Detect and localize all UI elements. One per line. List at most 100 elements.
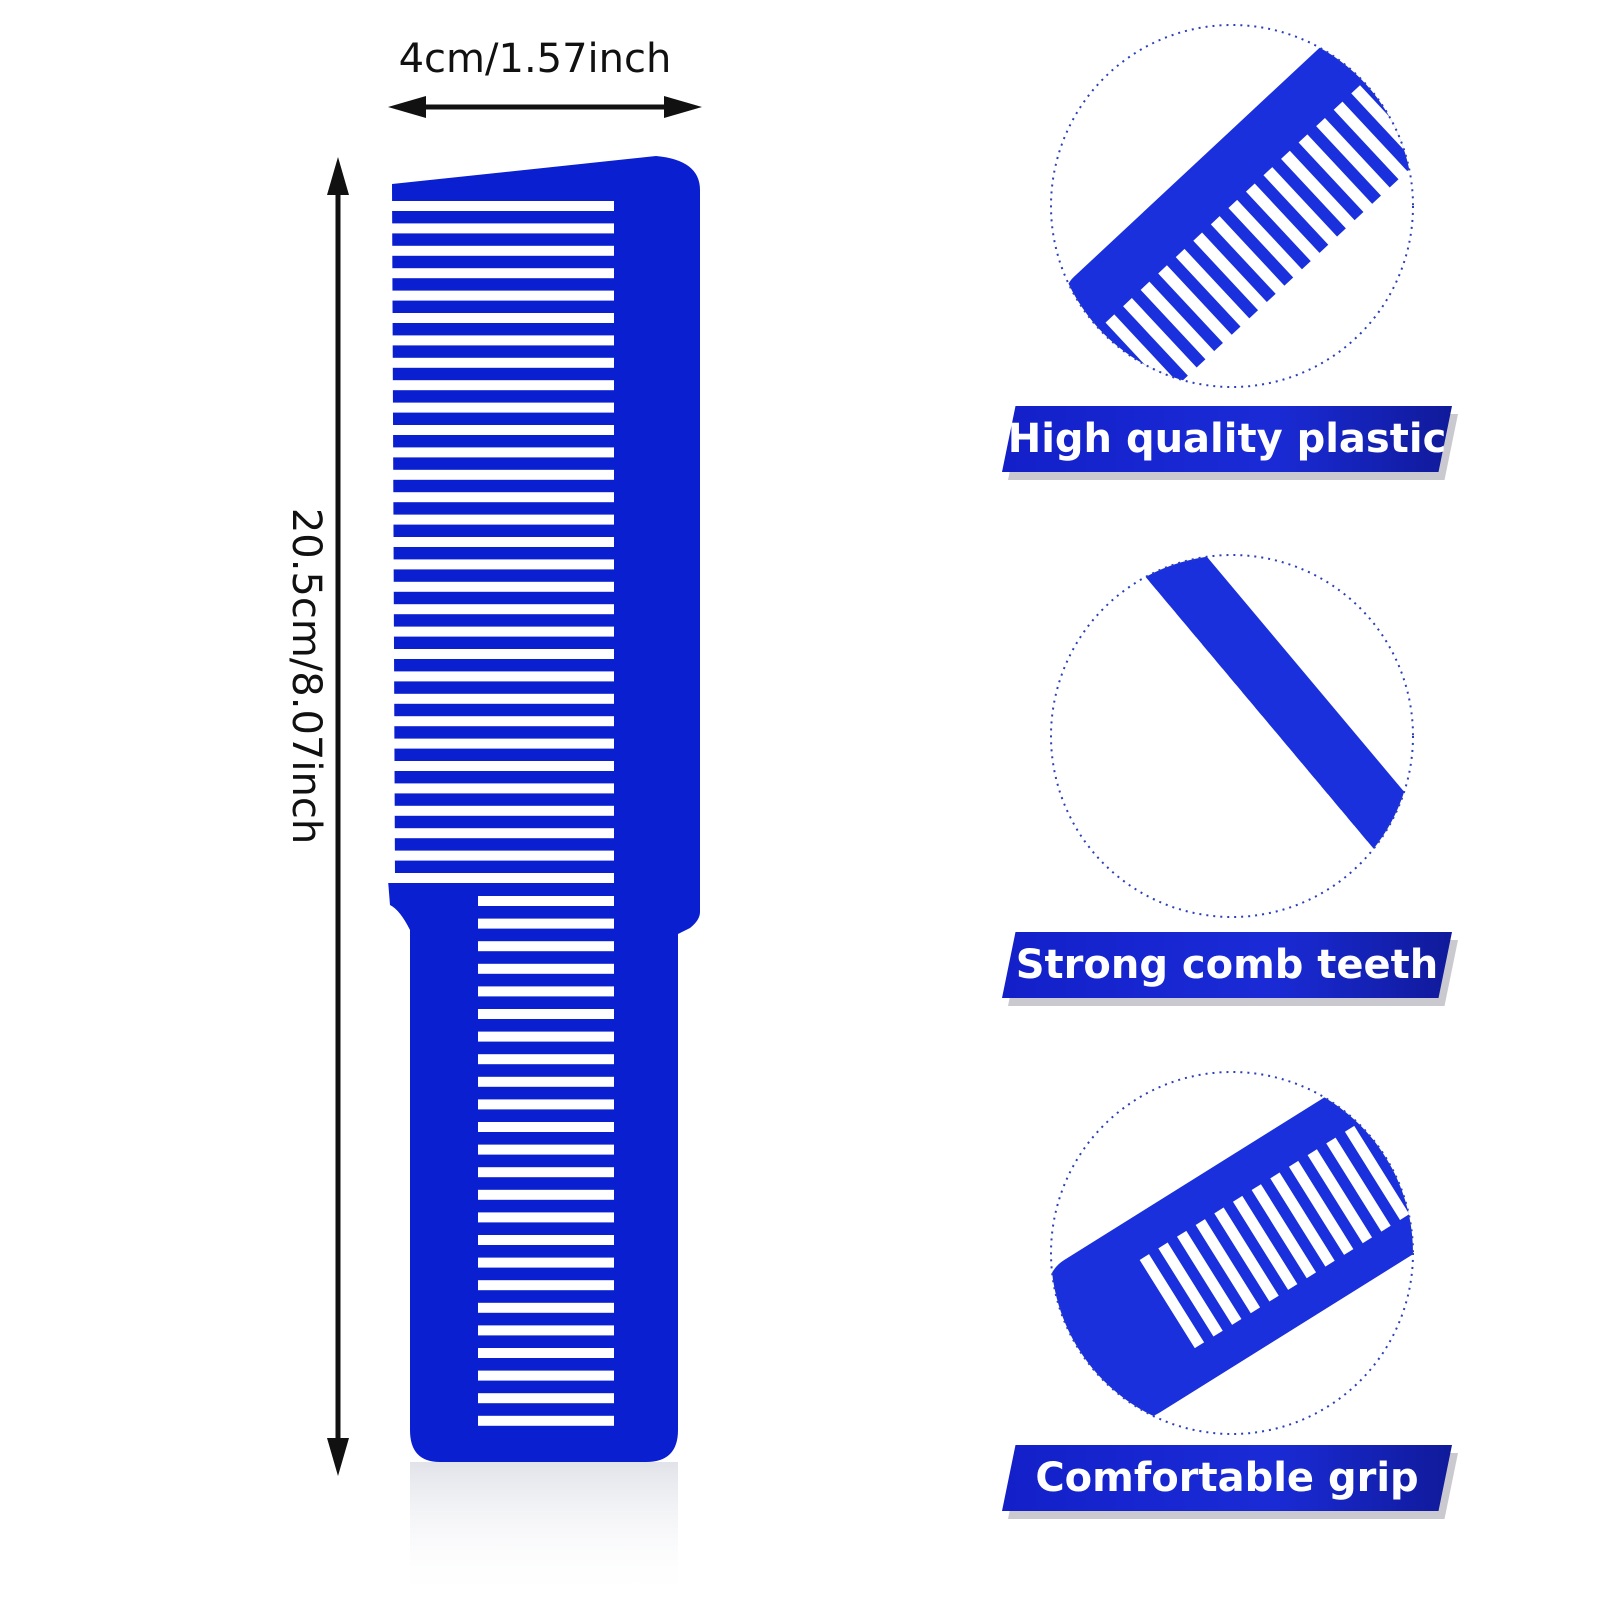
detail-tooth-gap [1333,101,1413,227]
comb-handle-slot [478,1370,614,1381]
comb-tooth-gap [380,402,614,413]
comb-handle-slot [478,1031,614,1042]
detail-tooth-gap [1095,699,1256,837]
detail-tooth-gap [1123,298,1241,387]
detail-tooth-gap [1281,150,1399,276]
detail-tooth-gap [1210,216,1329,342]
comb-tooth-gap [380,245,614,256]
comb-handle-slot [478,1235,614,1245]
detail-tooth-gap [1069,668,1229,805]
comb-handle-slot [478,1415,614,1426]
comb-teeth-upper [380,201,614,883]
comb-tooth-gap [380,357,614,368]
comb-tooth-gap [380,649,614,659]
detail-tooth-gap [1187,809,1348,917]
comb-handle-slot [478,1076,614,1087]
comb-tooth-gap [380,537,614,547]
comb-handle-slot [478,1009,614,1019]
comb-tooth-gap [380,268,614,279]
detail-tooth-gap [1175,248,1294,375]
detail-tooth-gap [1158,265,1277,387]
comb-handle-slot [478,1122,614,1132]
comb-handle-slot [478,1189,614,1200]
detail-tooth-gap [1134,746,1295,884]
comb-reflection [410,1462,678,1600]
comb-teeth-lower [478,896,614,1426]
comb-tooth-gap [380,626,614,637]
detail-handle-slot [1232,1195,1298,1290]
comb-handle-slot [478,896,614,906]
detail-handle-slot [1195,1219,1261,1314]
comb-handle-slot [478,1393,614,1404]
detail-tooth-gap [1140,281,1259,387]
detail-tooth-gap [1263,167,1382,293]
detail-handle-slot [1270,1172,1335,1267]
comb-handle-slot [478,1257,614,1268]
comb-tooth-gap [380,716,614,727]
detail-handle-slot [1158,1242,1223,1337]
detail-tooth-gap [1228,199,1347,326]
detail-tooth-gap [1121,731,1282,868]
comb-handle-slot [478,1348,614,1358]
detail-tooth-gap [1245,183,1364,309]
comb-tooth-gap [380,447,614,458]
detail-tooth-gap [1108,715,1269,852]
height-dimension-label: 20.5cm/8.07inch [283,507,329,845]
detail-tooth-gap [1200,825,1361,917]
comb-handle-slot [478,918,614,929]
detail-handle-slot [1344,1125,1410,1220]
comb-tooth-gap [380,380,614,391]
comb-tooth-gap [380,850,614,861]
comb-tooth-gap [380,335,614,346]
detail-tooth-gap [1161,778,1321,915]
height-arrow [327,157,349,1476]
detail-handle-slot [1176,1230,1242,1325]
comb-tooth-gap [380,828,614,839]
comb-handle-slot [478,1302,614,1313]
comb-tooth-gap [380,469,614,480]
comb-tooth-gap [380,761,614,771]
comb-handle-slot [478,963,614,974]
detail-tooth-gap [1051,637,1203,774]
comb-tooth-gap [380,783,614,794]
detail-handle-slot [1326,1137,1391,1232]
detail-handle-slot [1307,1149,1373,1244]
detail-tooth-gap [1082,684,1242,821]
comb-handle-slot [478,1212,614,1223]
feature-label-plastic: High quality plastic [1007,416,1447,462]
detail-tooth-gap [1051,558,1137,695]
comb-handle-slot [478,1054,614,1065]
feature-label-teeth: Strong comb teeth [1015,942,1439,988]
detail-tooth-gap [1051,605,1177,742]
comb-handle-slot [478,1144,614,1155]
detail-handle-slot [1139,1254,1205,1349]
detail-handle-slot [1214,1207,1279,1302]
comb-handle-slot [478,1325,614,1336]
comb-tooth-gap [380,805,614,816]
feature-circle-plastic [1050,24,1414,388]
comb-tooth-gap [380,425,614,435]
detail-tooth-gap [1316,117,1413,244]
comb-handle-slot [478,1280,614,1291]
comb-handle-slot [478,986,614,997]
feature-label-grip: Comfortable grip [1035,1455,1419,1501]
feature-banner-plastic: High quality plastic [1002,406,1458,480]
detail-tooth-gap [1298,134,1413,260]
comb-tooth-gap [380,693,614,704]
comb-tooth-gap [380,581,614,592]
detail-handle-slot [1288,1160,1354,1255]
comb-tooth-gap [380,492,614,503]
feature-circle-grip [1050,1071,1414,1435]
comb-tooth-gap [380,604,614,615]
comb-handle-slot [478,1099,614,1110]
width-arrow [388,96,702,118]
main-comb [380,156,700,1462]
comb-tooth-gap [380,313,614,323]
comb-tooth-gap [380,671,614,682]
comb-tooth-gap [380,873,614,883]
comb-handle-slot [478,1167,614,1178]
detail-tooth-gap [1051,555,1124,680]
comb-tooth-gap [380,738,614,749]
detail-tooth-gap [1051,589,1163,727]
